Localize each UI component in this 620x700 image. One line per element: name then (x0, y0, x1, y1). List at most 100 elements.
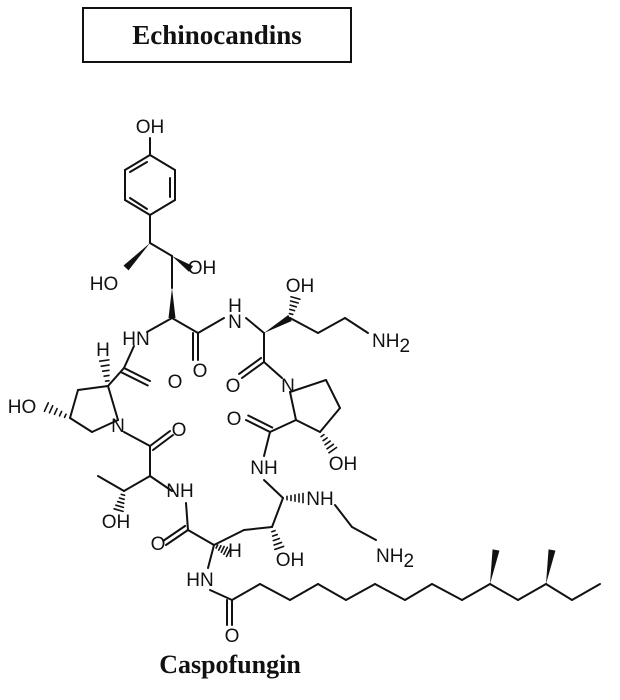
hashed-bond (116, 500, 125, 505)
hashed-bond (328, 446, 338, 454)
lipid-chain-bond (289, 583, 319, 601)
hydroxy-label-ho: HO (8, 397, 37, 418)
hashed-bond (63, 413, 67, 419)
lipid-chain-bond (374, 583, 406, 601)
carbonyl-double-bond (238, 356, 263, 375)
bond (351, 526, 377, 541)
lipid-chain-bond (517, 583, 547, 601)
bond (263, 431, 271, 457)
hashed-bond (43, 402, 50, 413)
hashed-bond (288, 312, 294, 316)
carbonyl-o-label: O (225, 626, 240, 647)
lipid-chain-bond (461, 583, 491, 601)
hashed-bond (274, 545, 285, 551)
amide-nh-label: NH (166, 481, 193, 502)
phenol-ring-bond (124, 199, 151, 216)
hashed-bond (273, 541, 283, 546)
carbonyl-o-label: O (227, 409, 242, 430)
pyrrolidine-bond (289, 391, 297, 421)
lipid-chain-bond (317, 583, 347, 601)
carbonyl-double-bond (165, 529, 189, 546)
hashed-bond (118, 497, 125, 501)
bond (243, 526, 273, 531)
pyrrolidine-bond (319, 407, 341, 433)
hashed-bond (100, 364, 110, 367)
pyrrolidine-bond (325, 379, 341, 409)
hashed-bond (272, 537, 281, 542)
amide-h-label: H (228, 296, 242, 317)
amine-nh2-label: NH2 (376, 546, 414, 572)
pyrrolidine-bond (77, 385, 109, 391)
carbonyl-double-bond (247, 414, 274, 429)
bond (263, 361, 283, 379)
wedge-bond (490, 549, 500, 584)
lipid-chain-bond (345, 583, 376, 601)
hashed-bond (101, 369, 110, 372)
wedge-bond (546, 549, 556, 584)
aromatic-inner-bond (129, 197, 148, 210)
lipid-chain-bond (231, 583, 261, 601)
lipid-chain-bond (404, 583, 433, 601)
hashed-bond (223, 546, 229, 556)
bond (97, 475, 125, 492)
amide-hn-label: HN (186, 570, 213, 591)
bond-lines (43, 137, 601, 626)
proline-n-label: N (111, 416, 125, 437)
hashed-bond (271, 533, 279, 537)
carbonyl-double-bond (241, 361, 265, 379)
bond (245, 317, 265, 334)
carbonyl-double-bond (245, 419, 271, 433)
amine-nh2-label: NH2 (372, 331, 410, 357)
hashed-bond (113, 508, 124, 513)
hashed-bond (103, 374, 110, 377)
hashed-bond (320, 433, 325, 438)
hashed-bond (220, 545, 225, 554)
carbonyl-o-label: O (151, 534, 166, 555)
wedge-bond (168, 288, 176, 318)
pyrrolidine-bond (91, 419, 119, 433)
bond (271, 497, 284, 528)
hashed-bond (58, 410, 63, 417)
hydroxy-label: OH (329, 454, 358, 475)
bond (185, 502, 189, 531)
carbonyl-double-bond (120, 371, 149, 387)
phenol-ring-bond (124, 154, 151, 171)
bond (171, 317, 199, 334)
phenol-ring-bond (149, 154, 176, 171)
hashed-bond (290, 295, 301, 301)
bond (289, 317, 319, 334)
hashed-bond (217, 544, 222, 551)
lipid-chain-bond (489, 583, 519, 601)
hashed-bond (324, 440, 332, 446)
pyrrolidine-bond (107, 385, 119, 421)
hashed-bond (120, 493, 126, 497)
bond (334, 504, 353, 528)
pyrrolidine-bond (69, 389, 79, 419)
wedge-bond (172, 256, 193, 272)
hydroxy-label: OH (286, 276, 315, 297)
bond (149, 475, 173, 492)
bond (213, 529, 245, 546)
carbonyl-double-bond (149, 430, 171, 447)
bond (123, 345, 135, 369)
bond (123, 431, 151, 447)
hashed-bond (53, 407, 58, 416)
alpha-h-label: H (228, 541, 242, 562)
hydroxy-label-ho: HO (90, 274, 119, 295)
bond (146, 317, 173, 333)
bond (269, 419, 297, 433)
stereo-wedges (123, 243, 556, 584)
carbonyl-double-bond (162, 524, 187, 542)
bond (209, 589, 233, 601)
carbonyl-double-bond (123, 367, 151, 382)
bond (107, 367, 125, 387)
lipid-chain-bond (571, 583, 601, 601)
amide-n-label: N (228, 312, 242, 333)
bond (344, 317, 369, 334)
lipid-chain-bond (545, 583, 573, 601)
phenol-ring-bond (149, 199, 176, 216)
pyrrolidine-bond (69, 417, 93, 433)
bond (187, 529, 215, 546)
